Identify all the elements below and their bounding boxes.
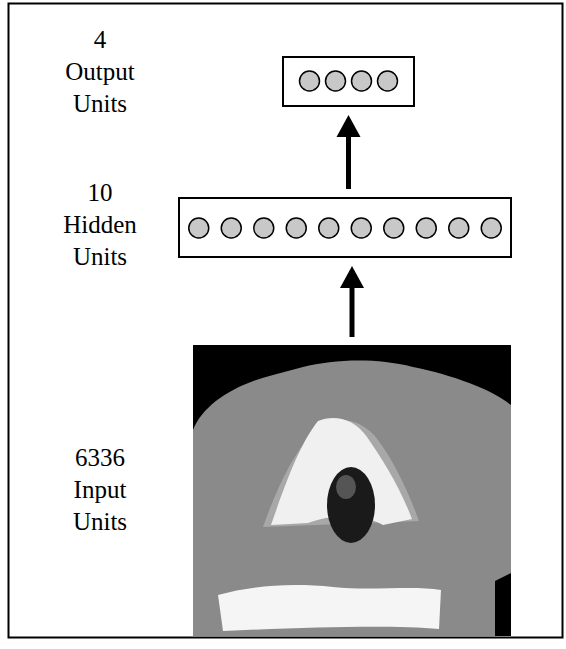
hidden-layer-box: 10 Hidden Units — [178, 197, 512, 258]
layer-label: 6336 Input Units — [73, 442, 127, 538]
input-image-region: 6336 Input Units — [193, 345, 511, 636]
hidden-unit-circles — [189, 218, 502, 238]
flow-arrow — [340, 266, 364, 337]
flow-arrow — [337, 115, 361, 189]
figure-frame — [9, 4, 563, 638]
output-unit-circles — [300, 71, 398, 91]
output-layer-box: 4 Output Units — [282, 56, 415, 107]
input-scan-image — [193, 345, 511, 636]
layer-label: 4 Output Units — [65, 24, 134, 120]
layer-label: 10 Hidden Units — [63, 177, 137, 273]
